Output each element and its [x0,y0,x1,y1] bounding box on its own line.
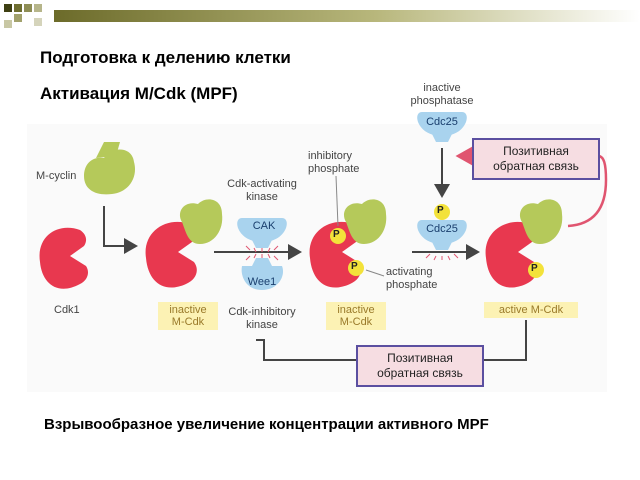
feedback-box-bottom-line1: Позитивная [387,351,453,365]
activating-phosphate-label-1: activating [386,266,433,278]
p-label-3: P [437,205,444,216]
feedback-box-top: Позитивная обратная связь [472,138,600,180]
wee1-label: Wee1 [247,276,277,288]
cak-label: CAK [252,220,276,232]
phosphate-active-icon [528,262,544,278]
square-bullets-icon [4,4,42,28]
p-label-4: P [531,263,538,274]
feedback-line-bottom [256,320,527,361]
p-label-1: P [333,229,340,240]
inactive-mcdk-2-line2: M-Cdk [339,316,373,328]
title-line1: Подготовка к делению клетки [40,48,291,67]
cdc25-mid-label: Cdc25 [426,223,458,235]
cdc25-active-shape [417,204,467,250]
inhibitory-phosphate-label-2: phosphate [308,163,360,175]
cdk-inhibitory-kinase-label-1: Cdk-inhibitory [228,306,296,318]
cdc25-top-label: Cdc25 [426,116,458,128]
complex2-shape [309,199,387,288]
feedback-arrow-top [455,144,608,228]
title-line2: Активация M/Cdk (MPF) [40,84,238,103]
inactive-mcdk-2-line1: inactive [337,304,375,316]
inactive-phosphatase-label-2: phosphatase [410,95,474,107]
inactive-mcdk-label-1: inactive M-Cdk [158,302,218,330]
p-label-2: P [351,261,358,272]
cak-enzyme-shape [237,218,287,248]
complex3-shape [485,199,563,288]
inactive-mcdk-label-2: inactive M-Cdk [326,302,386,330]
feedback-box-bottom: Позитивная обратная связь [356,345,484,387]
feedback-box-top-line2: обратная связь [493,159,579,173]
inactive-phosphatase-label-1: inactive [423,82,461,94]
cdk1-shape [39,227,88,289]
cdc25-inactive-shape [417,112,467,142]
header-decoration [4,4,640,28]
wee1-enzyme-shape [241,258,284,290]
arrow-cyclin-join [103,206,138,254]
activating-phosphate-label-2: phosphate [386,279,438,291]
feedback-box-top-line1: Позитивная [503,144,569,158]
inactive-mcdk-1-line1: inactive [169,304,207,316]
cdk-activating-kinase-label-1: Cdk-activating [227,178,297,190]
inhibitory-phosphate-label-1: inhibitory [308,150,353,162]
feedback-box-bottom-line2: обратная связь [377,366,463,380]
phosphate-activating-icon [348,260,364,276]
cdk-inhibitory-kinase-label-2: kinase [246,319,278,331]
m-cyclin-label: M-cyclin [36,170,77,182]
cdk1-label: Cdk1 [54,304,80,316]
cdk-activating-kinase-label-2: kinase [246,191,278,203]
active-mcdk-label: active M-Cdk [484,302,578,318]
complex1-shape [145,199,223,288]
phosphate-inhibitory-icon [330,228,346,244]
m-cyclin-shape [84,142,136,195]
header-bar [54,10,640,22]
bottom-caption: Взрывообразное увеличение концентрации а… [44,416,489,433]
inactive-mcdk-1-line2: M-Cdk [171,316,205,328]
